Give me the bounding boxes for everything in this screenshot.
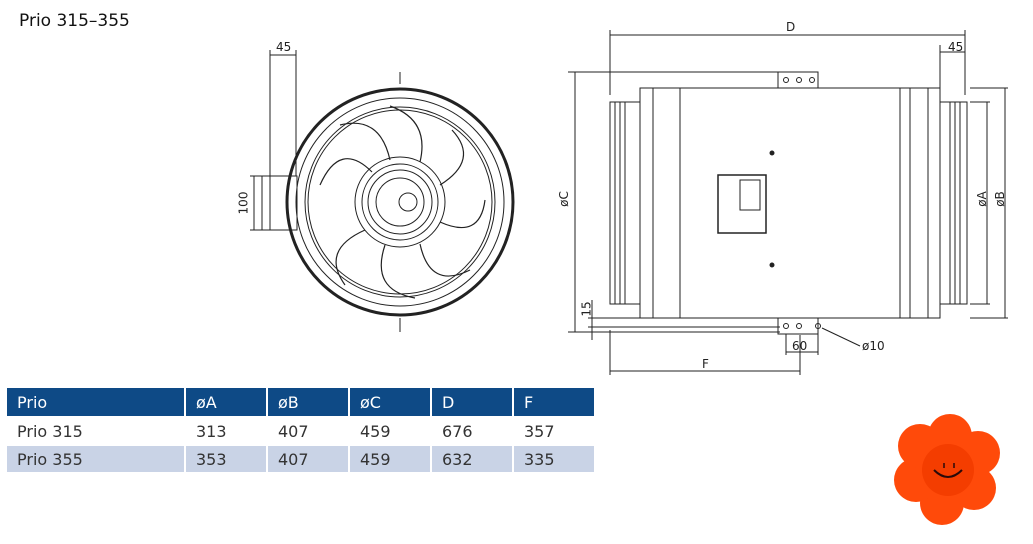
header-oa: øA: [186, 388, 266, 418]
front-view: [250, 50, 515, 332]
dim-oa: øA: [974, 191, 989, 207]
cell: 313: [186, 418, 266, 446]
cell: 335: [514, 446, 594, 474]
header-ob: øB: [268, 388, 348, 418]
dimensions-table: Prio øA øB øC D F Prio 315 313 407 459 6…: [5, 388, 596, 474]
dim-oc: øC: [556, 191, 571, 207]
table-header: Prio øA øB øC D F: [7, 388, 594, 418]
dim-front-45: 45: [276, 40, 292, 54]
cell: 407: [268, 418, 348, 446]
dim-15: 15: [579, 301, 594, 317]
cell: 676: [432, 418, 512, 446]
cell: 353: [186, 446, 266, 474]
dim-side-45: 45: [948, 40, 964, 54]
header-oc: øC: [350, 388, 430, 418]
header-f: F: [514, 388, 594, 418]
cell: 632: [432, 446, 512, 474]
table-row: Prio 315 313 407 459 676 357: [7, 418, 594, 446]
dim-ob: øB: [992, 191, 1007, 207]
smiley-flower-icon: [894, 414, 1000, 525]
page-title: Prio 315–355: [19, 11, 130, 31]
header-d: D: [432, 388, 512, 418]
table-row: Prio 355 353 407 459 632 335: [7, 446, 594, 474]
cell: Prio 355: [7, 446, 184, 474]
dim-front-100: 100: [236, 191, 251, 215]
side-view: [568, 30, 1008, 375]
cell: 459: [350, 446, 430, 474]
cell: 357: [514, 418, 594, 446]
dim-60: 60: [792, 339, 808, 353]
cell: Prio 315: [7, 418, 184, 446]
dim-o10: ø10: [862, 339, 885, 353]
header-prio: Prio: [7, 388, 184, 418]
dim-d: D: [786, 20, 796, 34]
cell: 407: [268, 446, 348, 474]
cell: 459: [350, 418, 430, 446]
dim-f: F: [702, 357, 709, 371]
